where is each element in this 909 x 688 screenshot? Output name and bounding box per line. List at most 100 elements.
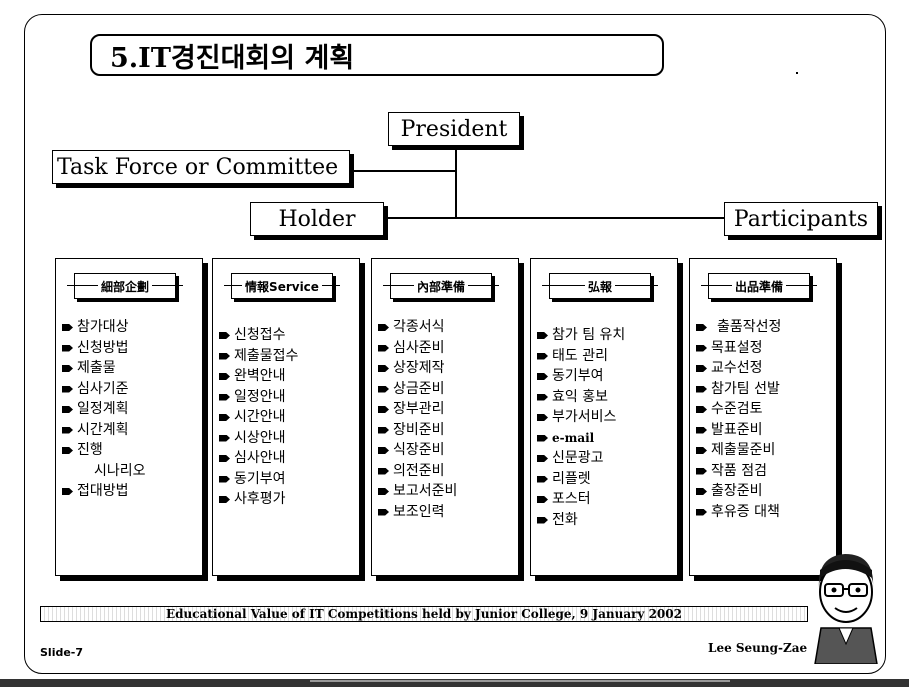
bottom-edge-bar (0, 679, 909, 687)
list-item: 수준검토 (696, 399, 832, 420)
column-list: 참가 팀 유치 태도 관리 동기부여 효익 홍보 부가서비스 e-mail 신문… (537, 325, 673, 530)
column-list: 각종서식 심사준비 상장제작 상금준비 장부관리 장비준비 식장준비 의전준비 … (378, 317, 514, 522)
arrow-bullet-icon (62, 447, 73, 454)
list-item: 동기부여 (219, 469, 355, 490)
author-name: Lee Seung-Zae (708, 641, 808, 655)
list-item: 출품작선정 (696, 317, 832, 338)
list-item: 교수선정 (696, 358, 832, 379)
connector-task-force (345, 170, 457, 172)
arrow-bullet-icon (378, 385, 389, 393)
list-item: 제출물접수 (219, 346, 355, 367)
list-item: 시간계획 (62, 420, 198, 441)
list-item: 리플렛 (537, 469, 673, 490)
arrow-bullet-icon (696, 344, 707, 352)
arrow-bullet-icon (219, 414, 230, 421)
participants-label: Participants (733, 206, 869, 232)
participants-box: Participants (724, 202, 878, 236)
list-item: 심사준비 (378, 338, 514, 359)
list-item: 상장제작 (378, 358, 514, 379)
column-list: 참가대상 신청방법 제출물 심사기준 일정계획 시간계획 진행 시나리오 접대방… (62, 317, 198, 502)
arrow-bullet-icon (537, 393, 548, 401)
list-item: 포스터 (537, 489, 673, 510)
arrow-bullet-icon (62, 324, 73, 331)
list-item: 태도 관리 (537, 346, 673, 367)
list-item: 시간안내 (219, 407, 355, 428)
list-item: 참가팀 선발 (696, 379, 832, 400)
arrow-bullet-icon (696, 508, 707, 516)
list-item: 후유증 대책 (696, 502, 832, 523)
list-item: 보고서준비 (378, 481, 514, 502)
list-item: 발표준비 (696, 420, 832, 441)
arrow-bullet-icon (378, 508, 389, 516)
list-item: 상금준비 (378, 379, 514, 400)
column-publicity: 弘報 참가 팀 유치 태도 관리 동기부여 효익 홍보 부가서비스 e-mail… (530, 258, 678, 576)
arrow-bullet-icon (62, 365, 73, 372)
arrow-bullet-icon (696, 406, 707, 413)
arrow-bullet-icon (537, 455, 548, 462)
holder-label: Holder (278, 206, 356, 232)
holder-box: Holder (250, 202, 384, 236)
arrow-bullet-icon (219, 434, 230, 442)
arrow-bullet-icon (537, 516, 548, 524)
arrow-bullet-icon (378, 488, 389, 495)
arrow-bullet-icon (537, 496, 548, 503)
arrow-bullet-icon (378, 344, 389, 352)
list-item: 심사기준 (62, 379, 198, 400)
list-item: 각종서식 (378, 317, 514, 338)
arrow-bullet-icon (219, 496, 230, 503)
column-list: 출품작선정 목표설정 교수선정 참가팀 선발 수준검토 발표준비 제출물준비 작… (696, 317, 832, 522)
list-item: 일정안내 (219, 387, 355, 408)
arrow-bullet-icon (378, 447, 389, 454)
arrow-bullet-icon (696, 447, 707, 454)
list-item: 사후평가 (219, 489, 355, 510)
column-header: 內部準備 (383, 273, 499, 299)
list-item: e-mail (537, 428, 673, 449)
arrow-bullet-icon (378, 426, 389, 434)
arrow-bullet-icon (696, 365, 707, 372)
list-item: 작품 점검 (696, 461, 832, 482)
column-detail-planning: 細部企劃 참가대상 신청방법 제출물 심사기준 일정계획 시간계획 진행 시나리… (55, 258, 203, 576)
arrow-bullet-icon (696, 467, 707, 475)
list-item: 시나리오 (94, 462, 146, 479)
column-entry-preparation: 出品準備 출품작선정 목표설정 교수선정 참가팀 선발 수준검토 발표준비 제출… (689, 258, 837, 576)
arrow-bullet-icon (378, 467, 389, 475)
list-item: 일정계획 (62, 399, 198, 420)
footer-banner: Educational Value of IT Competitions hel… (40, 606, 808, 622)
list-item: 제출물 (62, 358, 198, 379)
president-label: President (400, 116, 508, 142)
arrow-bullet-icon (537, 373, 548, 380)
list-item: 진행 (62, 440, 198, 461)
list-item: 전화 (537, 510, 673, 531)
list-item: 접대방법 (62, 481, 198, 502)
arrow-bullet-icon (537, 475, 548, 483)
footer-text: Educational Value of IT Competitions hel… (166, 607, 682, 621)
list-item: 참가 팀 유치 (537, 325, 673, 346)
arrow-bullet-icon (696, 324, 707, 331)
list-item: 신청접수 (219, 325, 355, 346)
arrow-bullet-icon (219, 393, 230, 401)
arrow-bullet-icon (378, 365, 389, 372)
list-item: 장비준비 (378, 420, 514, 441)
column-list: 신청접수 제출물접수 완벽안내 일정안내 시간안내 시상안내 심사안내 동기부여… (219, 325, 355, 510)
list-item: 목표설정 (696, 338, 832, 359)
president-box: President (388, 112, 520, 146)
arrow-bullet-icon (62, 406, 73, 413)
column-header: 出品準備 (701, 273, 817, 299)
list-item: 완벽안내 (219, 366, 355, 387)
task-force-box: Task Force or Committee (52, 150, 350, 184)
arrow-bullet-icon (696, 488, 707, 495)
arrow-bullet-icon (219, 352, 230, 360)
list-item: 신문광고 (537, 448, 673, 469)
task-force-label: Task Force or Committee (57, 154, 339, 180)
arrow-bullet-icon (537, 352, 548, 360)
arrow-bullet-icon (219, 373, 230, 380)
list-item: 부가서비스 (537, 407, 673, 428)
list-item: 신청방법 (62, 338, 198, 359)
arrow-bullet-icon (219, 455, 230, 462)
list-item: 보조인력 (378, 502, 514, 523)
column-header: 弘報 (542, 273, 658, 299)
arrow-bullet-icon (537, 332, 548, 339)
connector-president-down (455, 146, 457, 218)
connector-holder (382, 217, 727, 219)
list-item: 시상안내 (219, 428, 355, 449)
